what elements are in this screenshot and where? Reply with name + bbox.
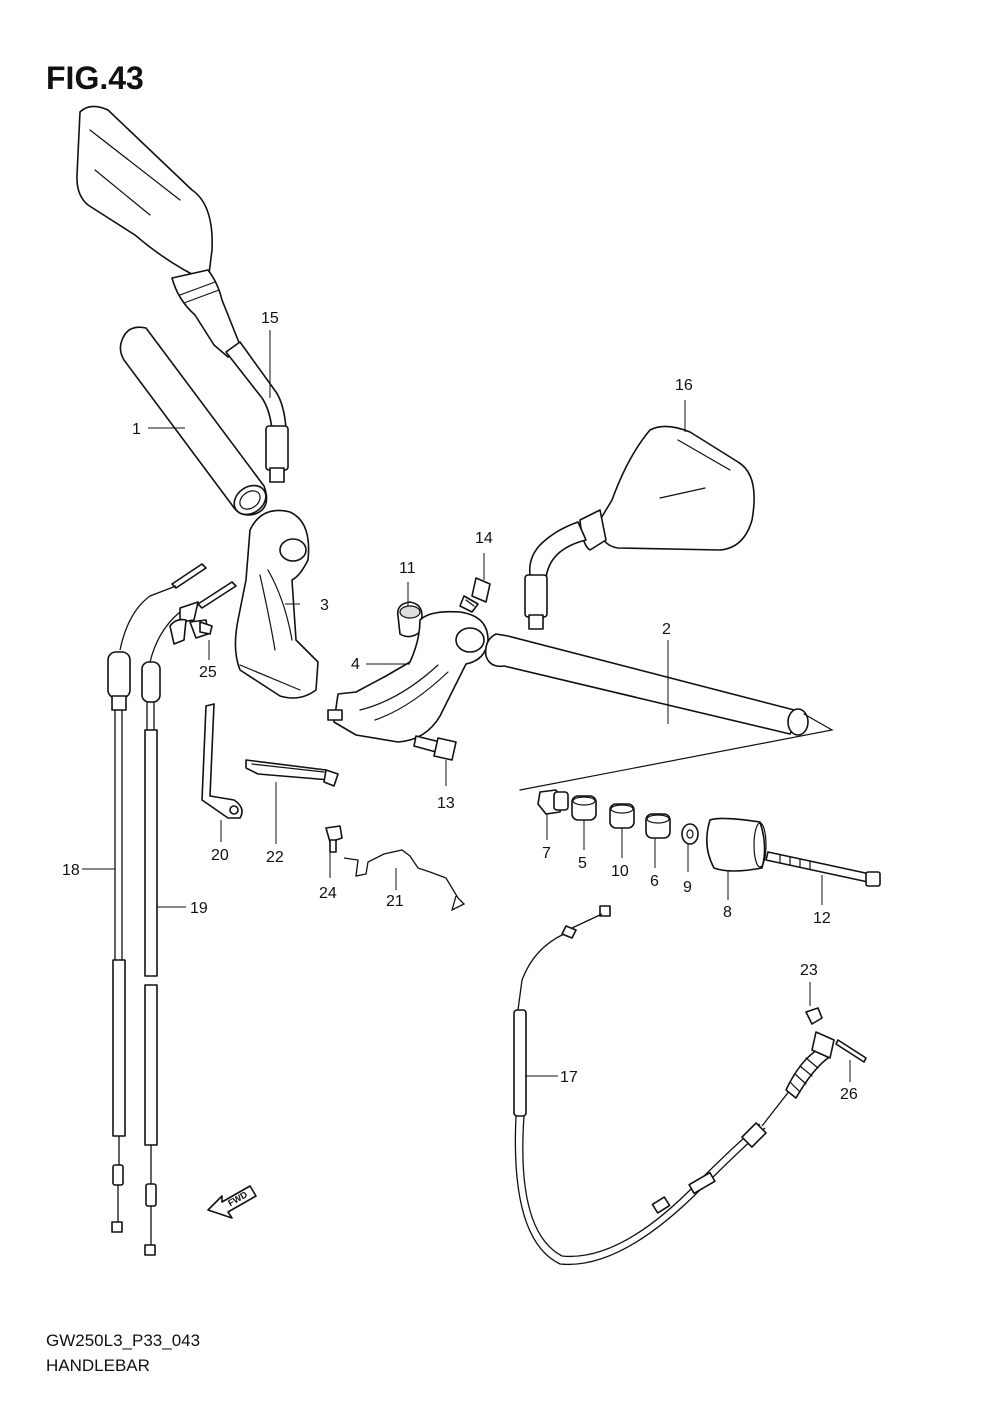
spacer-10[interactable] — [609, 803, 635, 829]
wire-21[interactable] — [343, 849, 466, 912]
handlebar-holder-left[interactable] — [234, 509, 319, 699]
callout-6: 6 — [650, 873, 659, 890]
callout-20: 20 — [211, 847, 229, 864]
screw-12[interactable] — [765, 851, 881, 887]
callout-25: 25 — [199, 664, 217, 681]
callout-12: 12 — [813, 910, 831, 927]
callout-23: 23 — [800, 962, 818, 979]
callout-10: 10 — [611, 863, 629, 880]
callout-17: 17 — [560, 1069, 578, 1086]
callout-16: 16 — [675, 377, 693, 394]
mirror-right[interactable] — [524, 425, 755, 630]
bar-end-weight-8[interactable] — [706, 817, 767, 872]
callout-numbers: 1 2 3 4 5 6 7 8 9 10 11 12 13 14 15 16 1… — [62, 310, 858, 1103]
pin-26[interactable] — [835, 1039, 867, 1063]
callout-26: 26 — [840, 1086, 858, 1103]
clamp-22[interactable] — [245, 759, 339, 787]
screw-24[interactable] — [325, 825, 343, 853]
mirror-left[interactable] — [76, 105, 289, 483]
callout-4: 4 — [351, 656, 360, 673]
callout-7: 7 — [542, 845, 551, 862]
callout-1: 1 — [132, 421, 141, 438]
callout-18: 18 — [62, 862, 80, 879]
callout-15: 15 — [261, 310, 279, 327]
leader-lines — [82, 330, 851, 1082]
spacer-6[interactable] — [645, 813, 671, 839]
handlebar-holder-right[interactable] — [327, 610, 489, 743]
callout-21: 21 — [386, 893, 404, 910]
bolt-14[interactable] — [459, 577, 491, 613]
callout-3: 3 — [320, 597, 329, 614]
callout-2: 2 — [662, 621, 671, 638]
callout-11: 11 — [399, 560, 416, 577]
callout-22: 22 — [266, 849, 284, 866]
washer-9[interactable] — [681, 823, 699, 845]
bolt-13[interactable] — [413, 735, 457, 761]
nut-11[interactable] — [396, 601, 423, 638]
callout-24: 24 — [319, 885, 337, 902]
bar-end-7[interactable] — [537, 789, 569, 815]
cable-17[interactable] — [513, 905, 835, 1266]
nut-23[interactable] — [805, 1007, 823, 1025]
drawing-name: HANDLEBAR — [46, 1356, 150, 1375]
callout-14: 14 — [475, 530, 493, 547]
screw-25[interactable] — [189, 619, 213, 639]
drawing-code: GW250L3_P33_043 — [46, 1331, 201, 1350]
callout-5: 5 — [578, 855, 587, 872]
callout-8: 8 — [723, 904, 732, 921]
callout-9: 9 — [683, 879, 692, 896]
grip-right[interactable] — [484, 633, 834, 791]
callout-19: 19 — [190, 900, 208, 917]
forward-arrow: FWD — [207, 1185, 257, 1219]
cable-19[interactable] — [141, 581, 237, 1256]
callout-13: 13 — [437, 795, 455, 812]
cable-18[interactable] — [107, 563, 207, 1233]
bracket-20[interactable] — [201, 703, 243, 819]
grip-left[interactable] — [119, 326, 271, 520]
spacer-5[interactable] — [571, 795, 597, 821]
figure-title: FIG.43 — [46, 60, 144, 96]
